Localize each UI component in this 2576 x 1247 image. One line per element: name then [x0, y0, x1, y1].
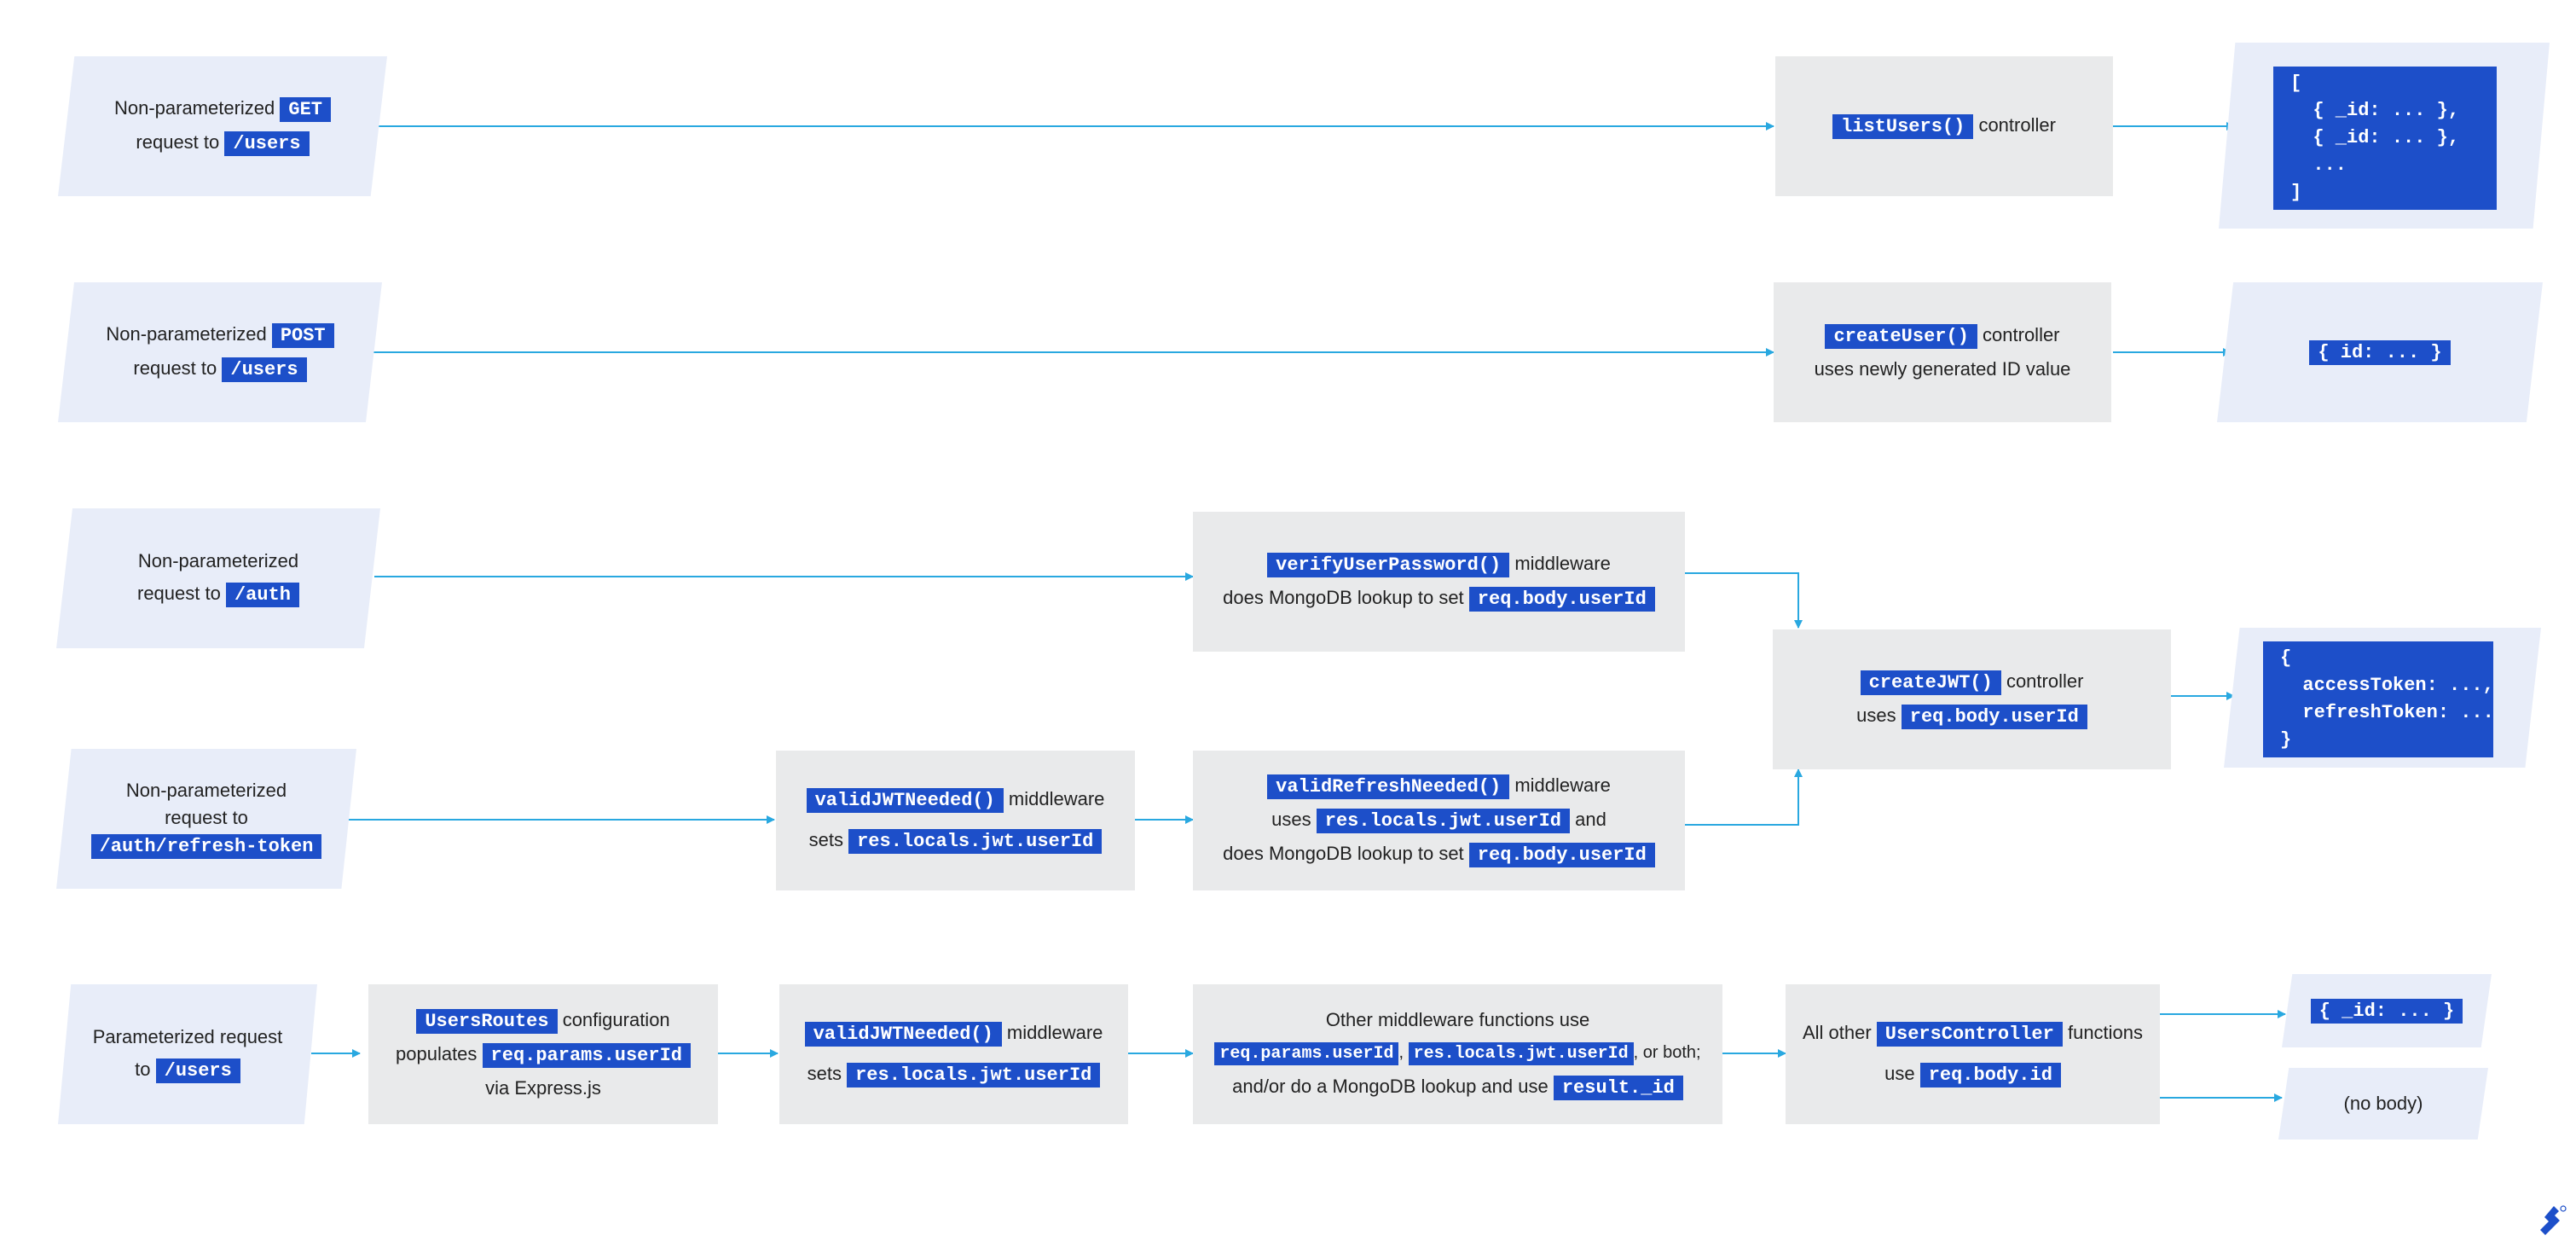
- r5-middleware-pre2: sets: [807, 1063, 842, 1084]
- r3-middleware-line2: does MongoDB lookup to set: [1223, 587, 1464, 608]
- jwt-controller-pre2: uses: [1856, 705, 1896, 726]
- jwt-controller-text: controller: [2006, 670, 2084, 692]
- r4-middleware2-code3: req.body.userId: [1468, 843, 1655, 867]
- r5-input-node: Parameterized request to /users: [58, 984, 317, 1124]
- r4-middleware1-pre2: sets: [808, 829, 843, 850]
- r5-response1-node: { _id: ... }: [2282, 974, 2492, 1047]
- r5-controllers-pre2: use: [1884, 1063, 1915, 1084]
- r4-input-path: /auth/refresh-token: [90, 834, 322, 859]
- r2-input-pre: Non-parameterized: [106, 323, 267, 345]
- r5-routes-line3: via Express.js: [485, 1077, 601, 1099]
- r1-response-line: ...: [2290, 154, 2347, 176]
- r5-routes-pre2: populates: [396, 1043, 478, 1064]
- r2-response-node: { id: ... }: [2217, 282, 2543, 422]
- r4-middleware2-code2: res.locals.jwt.userId: [1316, 809, 1570, 833]
- r5-routes-code2: req.params.userId: [482, 1043, 691, 1068]
- r5-controllers-post: functions: [2067, 1022, 2144, 1043]
- r5-other-middleware-node: Other middleware functions use req.param…: [1193, 984, 1722, 1124]
- r5-response2-node: (no body): [2278, 1068, 2488, 1140]
- r5-routes-code: UsersRoutes: [416, 1009, 558, 1034]
- r5-other-post: , or both;: [1633, 1043, 1701, 1062]
- r3-input-node: Non-parameterized request to /auth: [56, 508, 380, 648]
- r2-input-node: Non-parameterized POST request to /users: [58, 282, 382, 422]
- r5-other-code3: result._id: [1553, 1076, 1683, 1100]
- r5-input-path: /users: [155, 1058, 240, 1083]
- r2-input-mid: request to: [133, 357, 217, 379]
- jwt-controller-node: createJWT() controller uses req.body.use…: [1773, 629, 2171, 769]
- r4-middleware2-code: validRefreshNeeded(): [1267, 774, 1510, 799]
- r2-input-method: POST: [271, 323, 334, 348]
- arrow-r4-middleware2-to-jwt: [1685, 768, 1803, 826]
- r5-other-line3: and/or do a MongoDB lookup and use: [1232, 1076, 1548, 1097]
- r5-controllers-pre: All other: [1802, 1022, 1872, 1043]
- arrow-r3-middleware-to-jwt: [1685, 572, 1803, 629]
- r1-input-pre: Non-parameterized: [113, 97, 275, 119]
- jwt-response-line: }: [2280, 729, 2292, 751]
- r5-other-line1: Other middleware functions use: [1325, 1009, 1590, 1030]
- r4-input-line2: request to: [165, 807, 248, 828]
- r4-input-line1: Non-parameterized: [125, 780, 287, 801]
- r4-middleware2-node: validRefreshNeeded() middleware uses res…: [1193, 751, 1685, 890]
- r2-controller-line2: uses newly generated ID value: [1814, 358, 2071, 380]
- r5-middleware-node: validJWTNeeded() middleware sets res.loc…: [779, 984, 1128, 1124]
- r1-response-line: { _id: ... },: [2290, 100, 2460, 121]
- r3-input-mid: request to: [137, 583, 221, 604]
- r5-routes-text: configuration: [562, 1009, 670, 1030]
- r5-controllers-code: UsersController: [1876, 1022, 2063, 1047]
- r4-middleware1-code2: res.locals.jwt.userId: [848, 829, 1103, 854]
- r5-middleware-code2: res.locals.jwt.userId: [847, 1063, 1101, 1088]
- r5-other-code-a: req.params.userId: [1214, 1042, 1399, 1065]
- r1-response-line: [: [2290, 72, 2302, 94]
- r3-input-path: /auth: [225, 583, 299, 607]
- r4-middleware1-node: validJWTNeeded() middleware sets res.loc…: [776, 751, 1135, 890]
- r4-middleware2-post2: and: [1575, 809, 1606, 830]
- r5-middleware-text: middleware: [1006, 1022, 1103, 1043]
- r4-middleware2-line3: does MongoDB lookup to set: [1223, 843, 1464, 864]
- r1-response-code: [ { _id: ... }, { _id: ... }, ...]: [2273, 67, 2497, 210]
- r1-response-line: { _id: ... },: [2290, 127, 2460, 148]
- r2-controller-code: createUser(): [1825, 324, 1977, 349]
- r5-middleware-code: validJWTNeeded(): [804, 1022, 1002, 1047]
- r2-input-path: /users: [222, 357, 307, 382]
- r5-routes-node: UsersRoutes configuration populates req.…: [368, 984, 718, 1124]
- r1-input-method: GET: [280, 97, 332, 122]
- r5-input-line1: Parameterized request: [92, 1026, 283, 1047]
- r5-input-pre2: to: [135, 1058, 151, 1080]
- r1-controller-text: controller: [1978, 114, 2056, 136]
- r1-input-mid: request to: [136, 131, 220, 153]
- r5-response1-code: { _id: ... }: [2310, 999, 2463, 1024]
- r5-controllers-node: All other UsersController functions use …: [1786, 984, 2160, 1124]
- r4-input-node: Non-parameterized request to /auth/refre…: [56, 749, 356, 889]
- r4-middleware2-pre2: uses: [1271, 809, 1311, 830]
- r5-other-sep: ,: [1398, 1043, 1404, 1062]
- jwt-response-line: {: [2280, 647, 2292, 669]
- jwt-controller-code2: req.body.userId: [1901, 705, 2087, 729]
- jwt-response-line: accessToken: ...,: [2280, 675, 2494, 696]
- r4-middleware2-text: middleware: [1514, 774, 1611, 796]
- r1-input-path: /users: [224, 131, 310, 156]
- r5-controllers-code2: req.body.id: [1919, 1063, 2061, 1088]
- toptal-logo-icon: [2540, 1205, 2567, 1235]
- r4-middleware1-code: validJWTNeeded(): [806, 788, 1004, 813]
- jwt-controller-code: createJWT(): [1860, 670, 2001, 695]
- jwt-response-code: { accessToken: ..., refreshToken: ...}: [2263, 641, 2494, 757]
- r2-response-code: { id: ... }: [2309, 340, 2451, 365]
- r4-middleware1-text: middleware: [1008, 788, 1105, 809]
- r2-controller-text: controller: [1983, 324, 2060, 345]
- r5-other-code-b: res.locals.jwt.userId: [1408, 1042, 1634, 1065]
- r2-controller-node: createUser() controller uses newly gener…: [1774, 282, 2111, 422]
- r1-response-line: ]: [2290, 182, 2302, 203]
- r1-input-node: Non-parameterized GET request to /users: [58, 56, 387, 196]
- jwt-response-line: refreshToken: ...: [2280, 702, 2494, 723]
- r1-controller-node: listUsers() controller: [1775, 56, 2113, 196]
- r3-middleware-code: verifyUserPassword(): [1267, 553, 1510, 577]
- r5-response2-text: (no body): [2343, 1093, 2423, 1114]
- r3-middleware-text: middleware: [1514, 553, 1611, 574]
- r3-middleware-code2: req.body.userId: [1468, 587, 1655, 612]
- r3-middleware-node: verifyUserPassword() middleware does Mon…: [1193, 512, 1685, 652]
- r3-input-line1: Non-parameterized: [137, 550, 299, 571]
- r1-controller-code: listUsers(): [1832, 114, 1974, 139]
